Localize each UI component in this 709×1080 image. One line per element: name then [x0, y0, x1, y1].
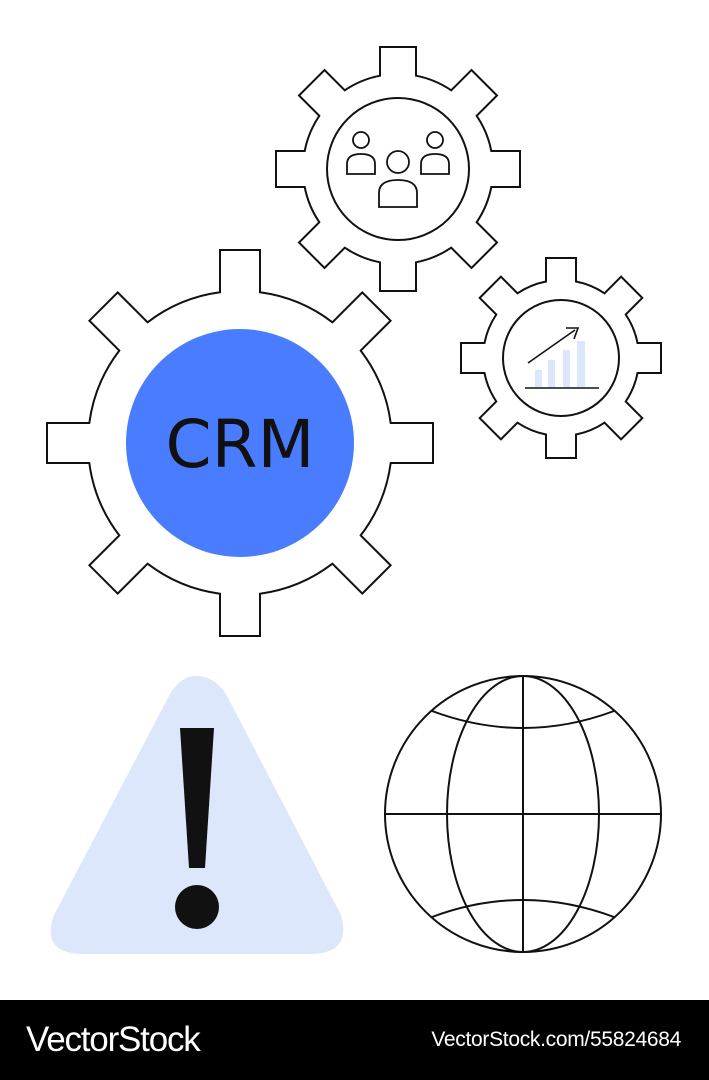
footer-bar: VectorStock VectorStock.com/55824684: [0, 1000, 709, 1080]
people-gear-icon: [275, 46, 521, 292]
crm-label: CRM: [166, 406, 315, 483]
brand-logo: VectorStock: [26, 1020, 201, 1059]
growth-gear-icon: [460, 257, 662, 459]
top-gear-inner-ring: [326, 97, 470, 241]
small-gear-inner-ring: [502, 299, 620, 417]
exclamation-bar: [180, 728, 214, 868]
stock-id-link[interactable]: VectorStock.com/55824684: [431, 1028, 681, 1051]
growth-chart-icon: [525, 327, 599, 389]
warning-icon: [50, 676, 344, 954]
people-icon: [346, 131, 450, 208]
crm-badge: [126, 329, 354, 557]
illustration: CRM: [46, 46, 662, 954]
globe-icon: [384, 675, 662, 953]
exclamation-dot: [175, 885, 219, 929]
crm-gear-icon: CRM: [46, 249, 434, 637]
